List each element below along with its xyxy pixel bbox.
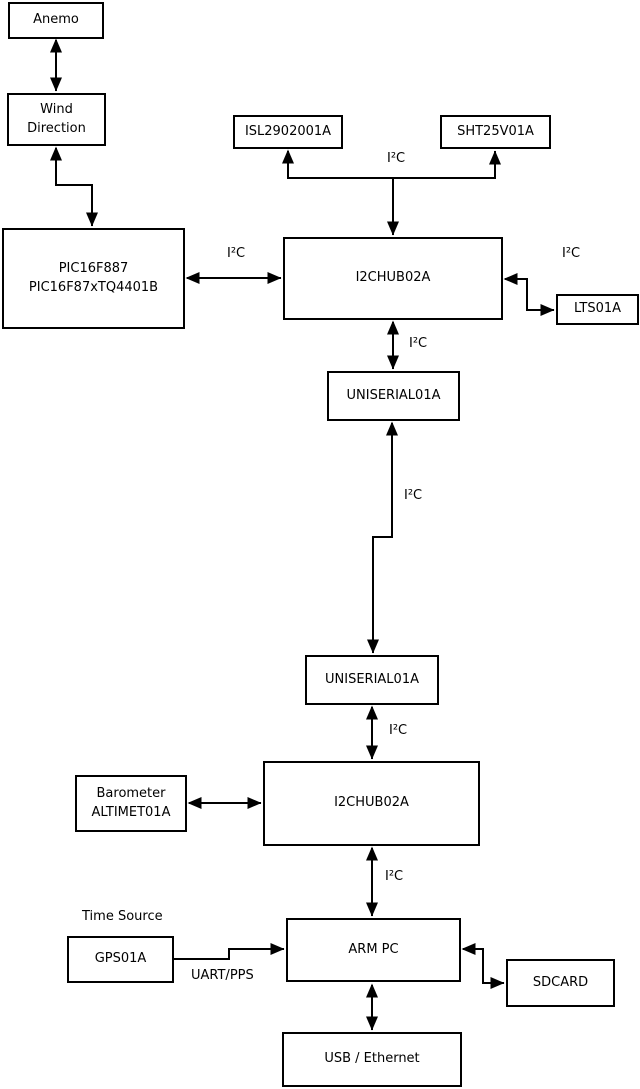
node-barometer-line2: ALTIMET01A (91, 804, 171, 820)
edge-i2chub-top-lts (503, 273, 555, 316)
node-uniserial01a-top-label: UNISERIAL01A (346, 387, 441, 403)
node-uniserial01a-top: UNISERIAL01A (327, 371, 460, 421)
label-i2c-long-link: I²C (404, 488, 423, 503)
node-gps01a: GPS01A (67, 936, 174, 983)
node-arm-pc: ARM PC (286, 918, 461, 982)
label-time-source: Time Source (82, 909, 163, 924)
node-usb-ethernet-label: USB / Ethernet (324, 1051, 420, 1067)
label-uart-pps: UART/PPS (191, 968, 254, 983)
edge-uniserial-long-link (367, 421, 398, 654)
node-i2chub02a-bottom-label: I2CHUB02A (334, 795, 409, 811)
node-anemo: Anemo (8, 2, 104, 39)
node-isl2902001a-label: ISL2902001A (244, 123, 332, 139)
edge-gps-armpc (174, 943, 285, 960)
node-lts01a: LTS01A (556, 294, 639, 325)
node-sht25v01a-label: SHT25V01A (457, 123, 534, 139)
node-sht25v01a: SHT25V01A (440, 115, 551, 149)
label-i2c-uniserial-hub2: I²C (389, 723, 408, 738)
label-i2c-sensor-bus: I²C (387, 151, 406, 166)
node-sdcard-label: SDCARD (532, 974, 589, 990)
node-wind-direction-line2: Direction (27, 120, 86, 136)
node-pic16f887-line2: PIC16F87xTQ4401B (28, 279, 159, 295)
edge-sensor-bus-horizontal (282, 149, 501, 179)
label-i2c-hub-uniserial: I²C (409, 336, 428, 351)
node-sdcard: SDCARD (506, 959, 615, 1007)
label-i2c-hub2-armpc: I²C (385, 869, 404, 884)
node-i2chub02a-bottom: I2CHUB02A (263, 761, 480, 846)
node-anemo-label: Anemo (33, 12, 79, 28)
node-pic16f887-line1: PIC16F887 (58, 260, 129, 276)
label-i2c-pic-hub: I²C (227, 246, 246, 261)
node-uniserial01a-bottom: UNISERIAL01A (305, 655, 439, 705)
edge-wind-pic (50, 146, 98, 227)
node-arm-pc-label: ARM PC (348, 941, 399, 957)
node-i2chub02a-top-label: I2CHUB02A (355, 270, 431, 286)
node-uniserial01a-bottom-label: UNISERIAL01A (325, 671, 419, 687)
node-barometer: Barometer ALTIMET01A (75, 775, 187, 832)
node-pic16f887: PIC16F887 PIC16F87xTQ4401B (2, 228, 185, 329)
label-i2c-lts: I²C (562, 246, 581, 261)
node-i2chub02a-top: I2CHUB02A (283, 237, 503, 320)
edge-armpc-sdcard (461, 943, 505, 989)
node-wind-direction-line1: Wind (40, 101, 73, 117)
node-isl2902001a: ISL2902001A (233, 115, 343, 149)
node-usb-ethernet: USB / Ethernet (282, 1032, 462, 1087)
node-gps01a-label: GPS01A (94, 951, 147, 967)
node-lts01a-label: LTS01A (573, 301, 622, 317)
node-barometer-line1: Barometer (96, 785, 166, 801)
node-wind-direction: Wind Direction (7, 93, 106, 146)
